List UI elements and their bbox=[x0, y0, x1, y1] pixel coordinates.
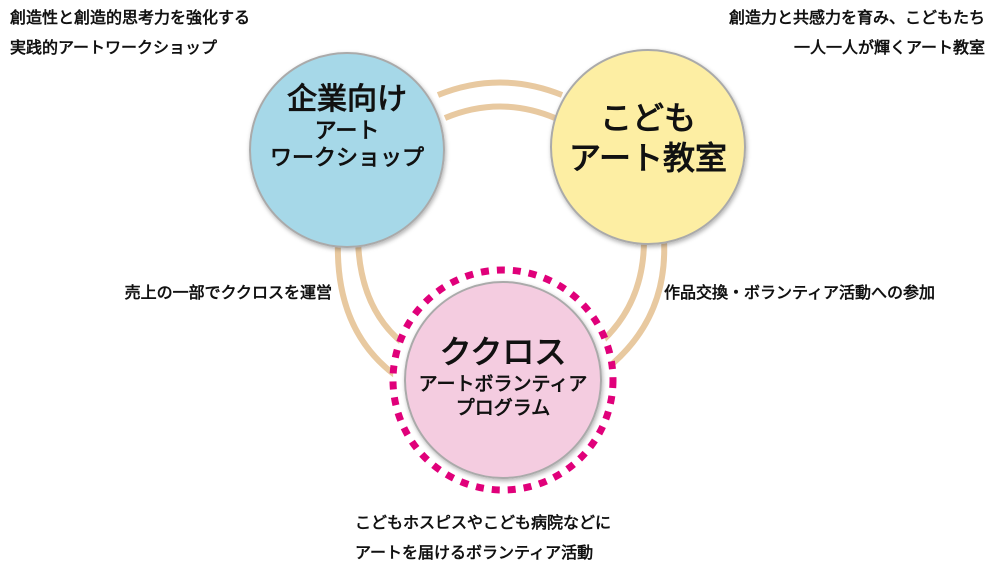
kukurosu-circle bbox=[404, 281, 602, 479]
corporate-circle bbox=[249, 52, 445, 248]
caption-bottom: こどもホスピスやこども病院などに アートを届けるボランティア活動 bbox=[355, 508, 611, 568]
caption-top-left-line2: 実践的アートワークショップ bbox=[10, 38, 218, 57]
kids-title: こども bbox=[599, 99, 696, 137]
caption-bottom-line1: こどもホスピスやこども病院などに bbox=[355, 513, 612, 532]
kukurosu-line2: プログラム bbox=[455, 397, 551, 419]
caption-top-left: 創造性と創造的思考力を強化する 実践的アートワークショップ bbox=[10, 3, 250, 63]
corporate-title: 企業向け bbox=[287, 82, 407, 117]
connector-right-inner bbox=[596, 239, 647, 348]
connector-left-outer bbox=[334, 239, 397, 378]
caption-top-left-line1: 創造性と創造的思考力を強化する bbox=[10, 8, 251, 27]
kukurosu-label: ククロス アートボランティア プログラム bbox=[406, 332, 600, 420]
kids-label: こども アート教室 bbox=[551, 98, 745, 178]
connector-top-inner bbox=[443, 103, 557, 121]
corporate-label: 企業向け アート ワークショップ bbox=[250, 82, 444, 172]
connector-top-outer bbox=[436, 79, 564, 98]
kukurosu-line1: アートボランティア bbox=[418, 373, 588, 395]
caption-mid-right: 作品交換・ボランティア活動への参加 bbox=[664, 283, 936, 302]
connectors bbox=[334, 79, 668, 378]
corporate-line1: アート bbox=[314, 119, 380, 144]
kids-line1: アート教室 bbox=[568, 139, 728, 177]
kukurosu-title: ククロス bbox=[439, 333, 567, 371]
caption-top-right-line1: 創造力と共感力を育み、こどもたち bbox=[728, 8, 985, 27]
connector-right-outer bbox=[603, 239, 668, 373]
connector-left-inner bbox=[355, 239, 407, 348]
corporate-line2: ワークショップ bbox=[269, 146, 424, 171]
caption-top-right-line2: 一人一人が輝くアート教室 bbox=[793, 38, 985, 57]
caption-bottom-line2: アートを届けるボランティア活動 bbox=[355, 543, 594, 562]
kids-circle bbox=[550, 49, 746, 245]
caption-mid-left: 売上の一部でククロスを運営 bbox=[124, 283, 332, 302]
caption-top-right: 創造力と共感力を育み、こどもたち 一人一人が輝くアート教室 bbox=[729, 3, 985, 63]
